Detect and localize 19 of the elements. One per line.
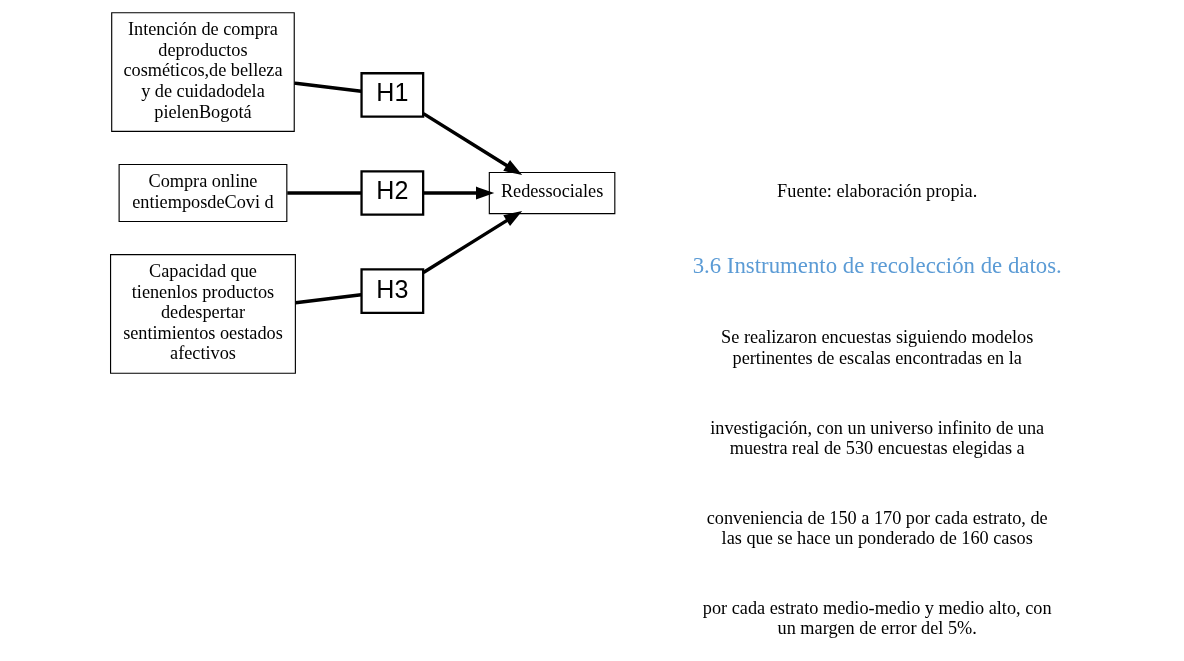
node-box: H3 [360, 268, 425, 314]
connector [295, 293, 362, 305]
arrow [422, 210, 523, 274]
node-box: H2 [360, 170, 425, 216]
label: Se realizaron encuestas siguiendo modelos pertinentes de escalas encontradas en la [721, 327, 1034, 368]
label: conveniencia de 150 a 170 por cada estrato, de las que se hace un ponderado de 160 casos [706, 507, 1048, 549]
node-box: Compra online entiemposdeCovi d [118, 163, 288, 223]
node-box: Intención de compra deproductos cosméticos,de belleza y de cuidadodela pielenBogotá [111, 12, 295, 132]
label: investigación, con un universo infinito de una muestra real de 530 encuestas elegidas a [710, 417, 1045, 459]
node-box: Redessociales [488, 171, 616, 215]
node-box: H1 [360, 72, 425, 118]
arrow [423, 186, 495, 200]
connector [294, 81, 362, 93]
node-box: Capacidad que tienenlos productos dedespertar sentimientos oestados afectivos [110, 254, 296, 374]
connector [287, 191, 362, 195]
label: por cada estrato medio-medio y medio alto, con un margen de error del 5%. [702, 597, 1052, 639]
arrow [422, 112, 523, 176]
label: 3.6 Instrumento de recolección de datos. [692, 252, 1062, 278]
label: Fuente: elaboración propia. [777, 181, 978, 202]
